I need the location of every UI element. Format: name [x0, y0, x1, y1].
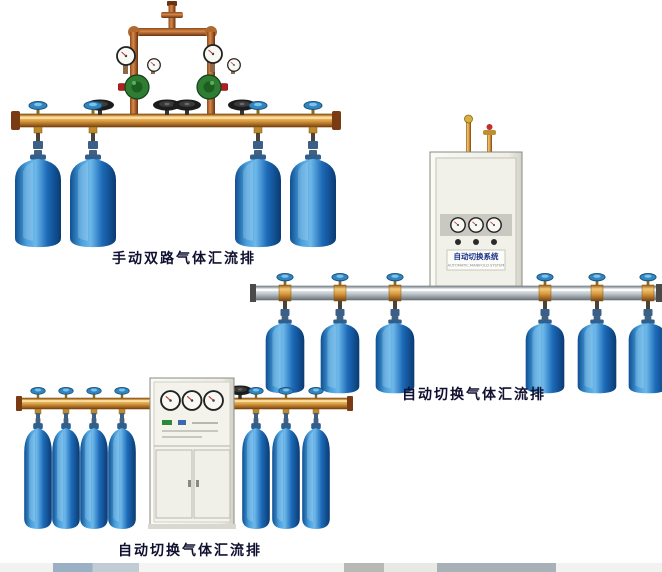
shutoff-knob-icon — [308, 387, 324, 399]
caption-auto-switch-wall: 自动切换气体汇流排 — [402, 387, 546, 403]
pipe-end-cap — [16, 396, 22, 411]
shutoff-knob-icon — [86, 387, 102, 399]
cylinder-station — [265, 273, 305, 394]
gas-cylinder — [242, 418, 270, 529]
bottom-image-strip — [0, 563, 662, 572]
gas-cylinder — [15, 150, 61, 248]
pipe-end-cap — [332, 111, 341, 130]
pressure-gauge-icon — [116, 46, 136, 66]
valve-knob-icon — [464, 114, 473, 124]
cylinder-station — [108, 387, 136, 529]
valve-handwheel — [173, 99, 201, 115]
cylinder-station — [24, 387, 52, 529]
control-knob-icon — [491, 239, 497, 245]
product-figure-auto-switch-wall: 自动切换系统 AUTOMATIC MANIFOLD SYSTEM — [250, 108, 662, 400]
cylinder-station — [302, 387, 330, 529]
cylinder-station — [235, 101, 281, 248]
regulator-body — [118, 74, 150, 100]
control-knob-icon — [473, 239, 479, 245]
shutoff-knob-icon — [588, 273, 606, 286]
cabinet-door — [193, 449, 231, 519]
cabinet-label-plate — [446, 249, 506, 271]
shutoff-knob-icon — [58, 387, 74, 399]
cylinder-station — [242, 387, 270, 529]
gas-cylinder — [24, 418, 52, 529]
pipe-end-cap — [11, 111, 20, 130]
control-cabinet — [148, 377, 236, 529]
right-manifold-pipe — [229, 396, 353, 411]
cabinet-label: 自动切换系统 — [454, 251, 499, 261]
shutoff-knob-icon — [28, 101, 48, 115]
shutoff-knob-icon — [114, 387, 130, 399]
cylinder-station — [628, 273, 662, 394]
shutoff-knob-icon — [536, 273, 554, 286]
product-figure-auto-switch-cabinet — [12, 374, 357, 539]
cylinder-station — [15, 101, 61, 248]
cylinder-station — [320, 273, 360, 394]
cylinder-station — [70, 101, 116, 248]
gas-cylinder — [272, 418, 300, 529]
cylinder-station — [80, 387, 108, 529]
pipe-end-cap — [347, 396, 353, 411]
left-pressure-regulator — [116, 46, 161, 100]
gas-cylinder — [577, 316, 617, 394]
pressure-gauge-icon — [468, 217, 484, 233]
manifold-pipe — [250, 284, 662, 302]
cylinder-station — [577, 273, 617, 394]
gas-cylinder — [302, 418, 330, 529]
indicator-green — [162, 420, 172, 425]
product-figure-manual-dual-manifold — [10, 0, 345, 252]
gas-cylinder — [80, 418, 108, 529]
right-pressure-regulator — [196, 44, 241, 100]
shutoff-knob-icon — [30, 387, 46, 399]
pressure-gauge-icon — [450, 217, 466, 233]
pressure-gauge-icon — [203, 44, 223, 64]
pipe-end-cap — [250, 284, 256, 302]
cabinet-door — [155, 449, 193, 519]
cylinder-station — [525, 273, 565, 394]
cylinder-station — [272, 387, 300, 529]
caption-manual-dual-manifold: 手动双路气体汇流排 — [112, 251, 256, 267]
cabinet-sublabel: AUTOMATIC MANIFOLD SYSTEM — [448, 264, 505, 268]
pressure-gauge-icon — [181, 390, 203, 411]
control-cabinet: 自动切换系统 AUTOMATIC MANIFOLD SYSTEM — [429, 114, 523, 293]
gas-cylinder — [108, 418, 136, 529]
valve-knob-icon — [486, 124, 493, 130]
control-knob-icon — [455, 239, 461, 245]
main-manifold-pipe — [11, 111, 341, 130]
caption-auto-switch-cabinet: 自动切换气体汇流排 — [118, 543, 262, 559]
shutoff-knob-icon — [386, 273, 404, 286]
auto-cabinet-illustration — [16, 377, 353, 529]
shutoff-knob-icon — [331, 273, 349, 286]
cylinder-station — [52, 387, 80, 529]
gas-cylinder — [525, 316, 565, 394]
gas-cylinder — [375, 316, 415, 394]
gas-cylinder — [628, 316, 662, 394]
pipe-end-cap — [656, 284, 662, 302]
regulator-body — [196, 74, 228, 100]
shutoff-knob-icon — [278, 387, 294, 399]
gas-cylinder — [70, 150, 116, 248]
pressure-gauge-icon — [203, 390, 224, 411]
shutoff-knob-icon — [248, 387, 264, 399]
pressure-gauge-icon — [147, 58, 161, 72]
door-handle — [196, 480, 199, 487]
left-manifold-pipe — [16, 396, 153, 411]
cylinder-station — [290, 101, 336, 248]
auto-manifold-illustration: 自动切换系统 AUTOMATIC MANIFOLD SYSTEM — [250, 114, 662, 394]
pressure-gauge-icon — [486, 217, 502, 233]
manual-manifold-illustration — [11, 1, 341, 248]
door-handle — [188, 480, 191, 487]
gas-cylinder — [52, 418, 80, 529]
pressure-gauge-icon — [227, 58, 241, 72]
pressure-gauge-icon — [160, 390, 181, 411]
shutoff-knob-icon — [276, 273, 294, 286]
cylinder-station — [375, 273, 415, 394]
shutoff-knob-icon — [639, 273, 657, 286]
indicator-blue — [178, 420, 186, 425]
